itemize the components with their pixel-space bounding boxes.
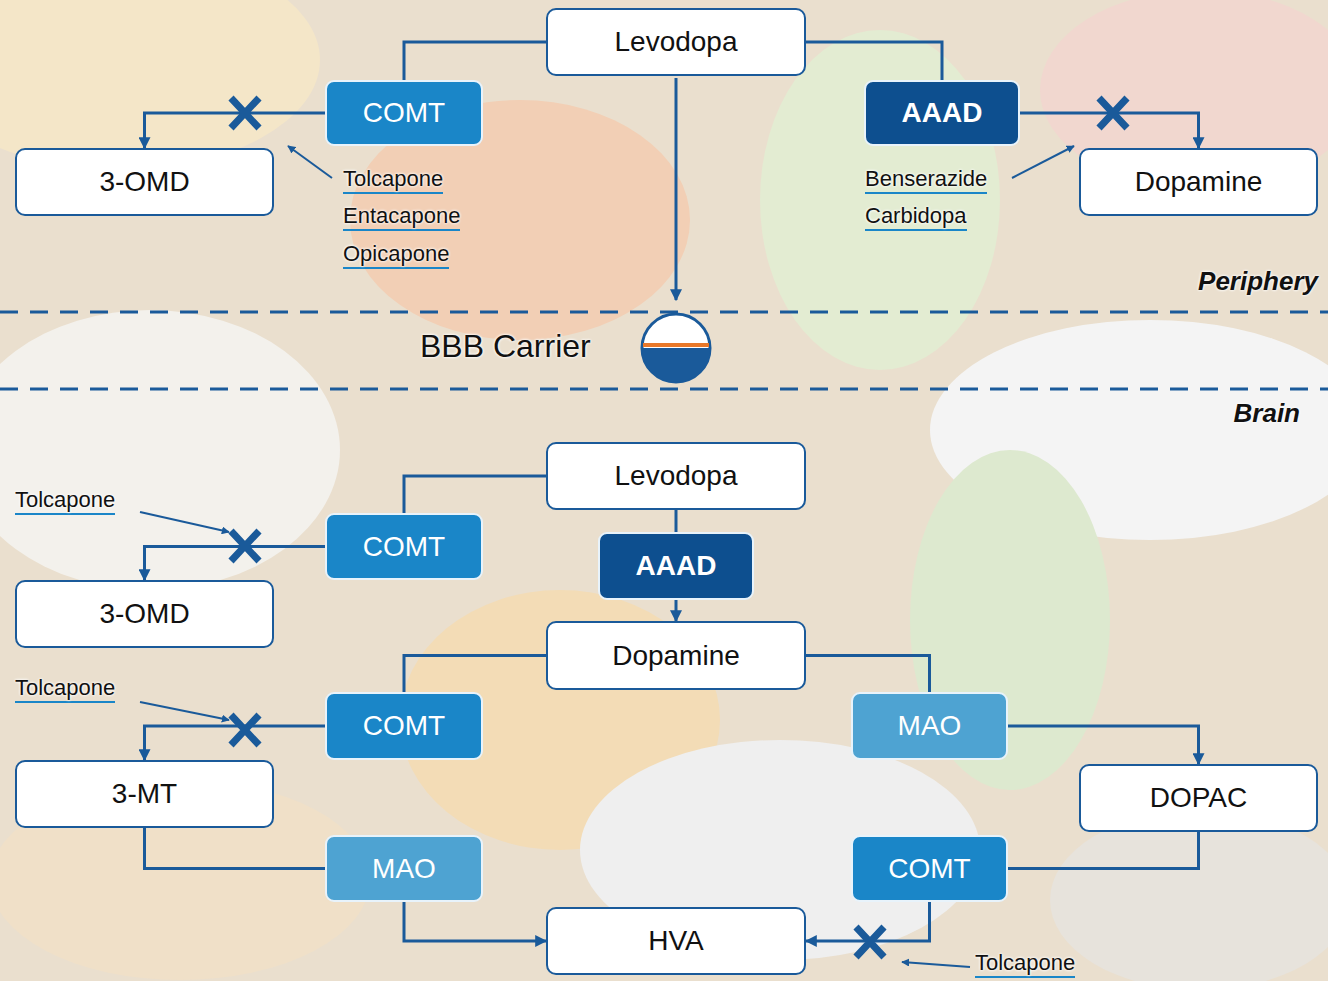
compound-box: HVA: [546, 907, 806, 975]
pathway-connector: [806, 42, 942, 80]
node-text: 3-MT: [112, 778, 177, 810]
drug-label: Benserazide: [865, 166, 987, 194]
pathway-connector: [675, 510, 678, 532]
pathway-connector: [404, 42, 546, 80]
periphery-boundary: [0, 311, 1328, 314]
node-text: COMT: [888, 853, 970, 885]
node-text: 3-OMD: [99, 166, 189, 198]
node-text: COMT: [363, 97, 445, 129]
pathway-connector: [806, 656, 930, 693]
compound-box: Levodopa: [546, 8, 806, 76]
pill-shape: [0, 310, 340, 590]
node-text: COMT: [363, 531, 445, 563]
node-text: Dopamine: [1135, 166, 1263, 198]
node-text: 3-OMD: [99, 598, 189, 630]
inhibition-marks: [231, 98, 1127, 957]
enzyme-box: COMT: [325, 692, 483, 760]
drug-label: Opicapone: [343, 241, 449, 269]
node-text: MAO: [898, 710, 962, 742]
compound-box: 3-MT: [15, 760, 274, 828]
pathway-connector: [404, 902, 546, 941]
pathway-connector: [1008, 832, 1199, 869]
pathway-connector: [145, 113, 326, 148]
node-text: MAO: [372, 853, 436, 885]
pathway-connector: [675, 600, 678, 621]
drug-label: Carbidopa: [865, 203, 967, 231]
region-label: Periphery: [1198, 266, 1318, 297]
node-text: Levodopa: [614, 26, 737, 58]
pill-shape: [1050, 810, 1328, 981]
enzyme-box: MAO: [851, 692, 1008, 760]
drug-label: Entacapone: [343, 203, 460, 231]
compound-box: Dopamine: [1079, 148, 1318, 216]
enzyme-box: AAAD: [864, 80, 1020, 146]
enzyme-box: AAAD: [598, 532, 754, 600]
drug-label: Tolcapone: [343, 166, 443, 194]
enzyme-box: COMT: [325, 513, 483, 580]
pathway-connector: [404, 476, 546, 513]
compound-box: 3-OMD: [15, 148, 274, 216]
pathway-connector: [145, 828, 326, 869]
drug-label: Tolcapone: [15, 487, 115, 515]
pathway-connector: [145, 547, 326, 581]
compound-box: 3-OMD: [15, 580, 274, 648]
node-text: DOPAC: [1150, 782, 1248, 814]
pill-shape: [0, 0, 320, 170]
enzyme-box: MAO: [325, 835, 483, 902]
node-text: AAAD: [902, 97, 983, 129]
brain-boundary: [0, 388, 1328, 391]
region-label: Brain: [1234, 398, 1300, 429]
bbb-carrier-symbol: [642, 314, 710, 382]
node-text: HVA: [648, 925, 704, 957]
node-text: AAAD: [636, 550, 717, 582]
node-text: COMT: [363, 710, 445, 742]
node-text: Levodopa: [614, 460, 737, 492]
pathway-connector: [404, 656, 546, 693]
compound-box: Dopamine: [546, 621, 806, 690]
leader-arrows: [140, 146, 1074, 967]
pathway-connector: [1008, 726, 1199, 764]
compound-box: Levodopa: [546, 442, 806, 510]
enzyme-box: COMT: [851, 835, 1008, 902]
node-text: Dopamine: [612, 640, 740, 672]
compound-box: DOPAC: [1079, 764, 1318, 832]
transport-arrow: [676, 78, 677, 300]
drug-label: Tolcapone: [15, 675, 115, 703]
drug-label: Tolcapone: [975, 950, 1075, 978]
enzyme-box: COMT: [325, 80, 483, 146]
barrier-label: BBB Carrier: [420, 328, 591, 365]
